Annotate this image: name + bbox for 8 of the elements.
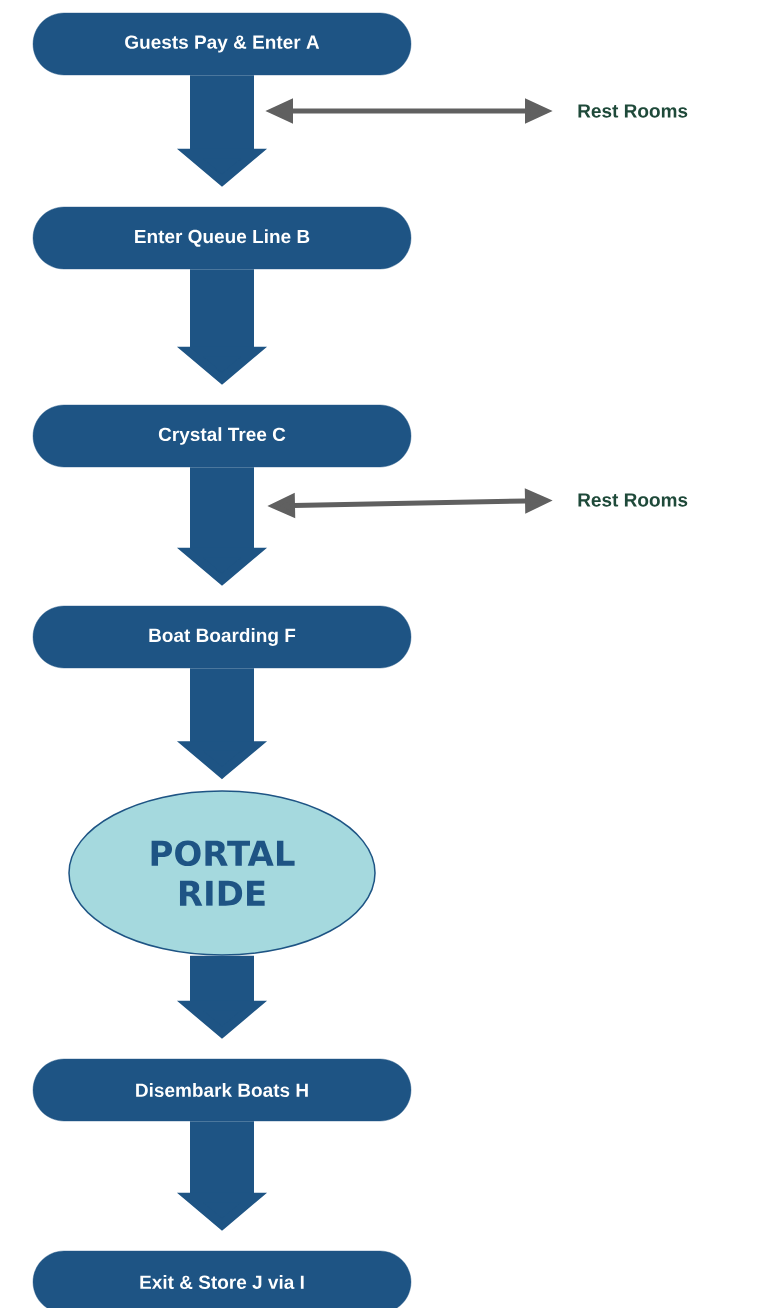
- process-box: Guests Pay & Enter A: [32, 12, 412, 76]
- rest-rooms-label: Rest Rooms: [578, 493, 688, 507]
- process-box: Exit & Store J via I: [32, 1250, 412, 1308]
- process-box: Enter Queue Line B: [32, 206, 412, 270]
- rest-rooms-label: Rest Rooms: [578, 104, 688, 118]
- process-box: Boat Boarding F: [32, 605, 412, 669]
- process-box: Disembark Boats H: [32, 1058, 412, 1122]
- process-box: Crystal Tree C: [32, 404, 412, 468]
